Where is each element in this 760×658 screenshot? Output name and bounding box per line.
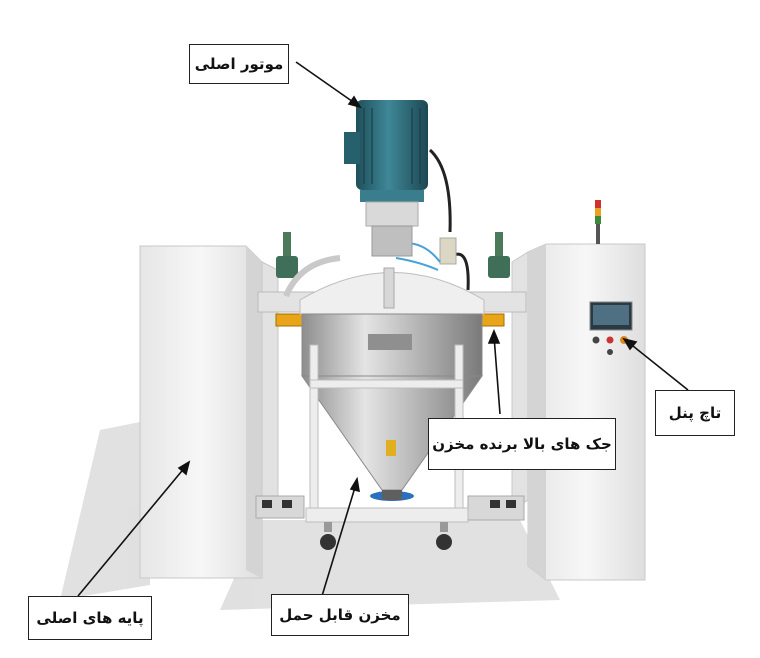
annotation-arrows: [77, 61, 689, 597]
arrow-main-legs: [77, 465, 187, 597]
lifting-jacks: [276, 232, 510, 278]
arrow-main-motor: [295, 61, 357, 105]
floor-shadow: [60, 420, 560, 610]
main-motor: [344, 100, 452, 257]
tank-lid: [283, 237, 485, 315]
right-leg-cabinet: [467, 200, 646, 581]
control-button: [606, 336, 614, 344]
left-leg: [139, 245, 305, 579]
label-portable-tank: مخزن قابل حمل: [271, 594, 409, 636]
label-main-legs: پایه های اصلی: [28, 596, 152, 640]
portable-tank-body: [301, 313, 483, 501]
arrow-lifting-jacks: [493, 335, 501, 415]
label-main-motor: موتور اصلی: [189, 44, 289, 84]
trolley-wheels: [320, 522, 452, 550]
arrow-touch-panel: [627, 341, 689, 391]
control-button: [607, 349, 613, 355]
label-lifting-jacks: جک های بالا برنده مخزن: [428, 418, 616, 470]
signal-tower-icon: [595, 200, 601, 244]
label-touch-panel: تاچ پنل: [655, 390, 735, 436]
arrow-portable-tank: [321, 483, 357, 597]
control-button: [592, 336, 600, 344]
